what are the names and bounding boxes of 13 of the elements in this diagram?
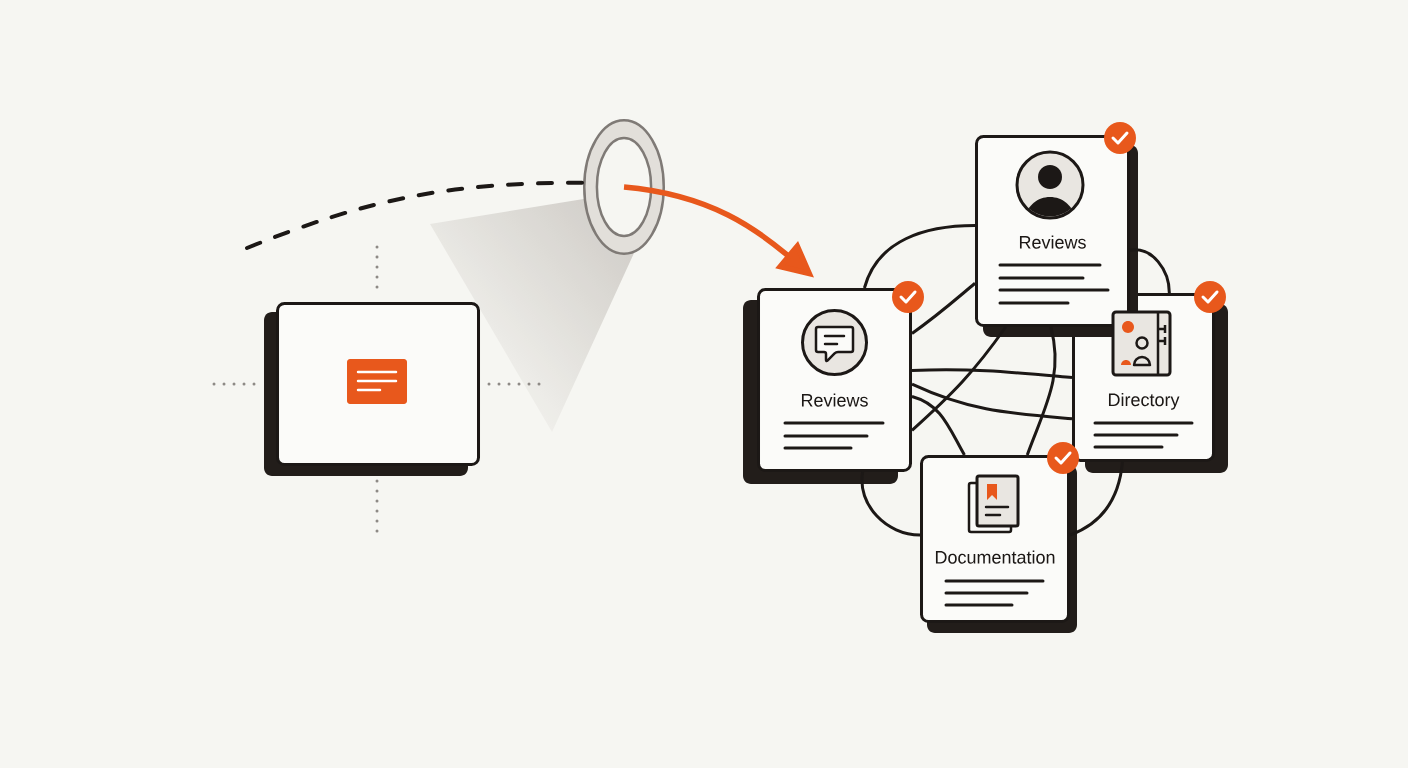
connector-line (1129, 248, 1171, 294)
card (264, 302, 480, 476)
dashed-path (245, 180, 586, 250)
connector-line (911, 282, 976, 335)
connector-line (911, 368, 1073, 379)
connector-line (911, 395, 966, 456)
connector-line (863, 224, 976, 289)
connector-line (911, 326, 1007, 432)
connector-line (911, 382, 1073, 421)
connector-line (860, 471, 921, 537)
ring (583, 119, 665, 255)
connector-line (1025, 326, 1057, 456)
connector-line (1069, 461, 1124, 537)
